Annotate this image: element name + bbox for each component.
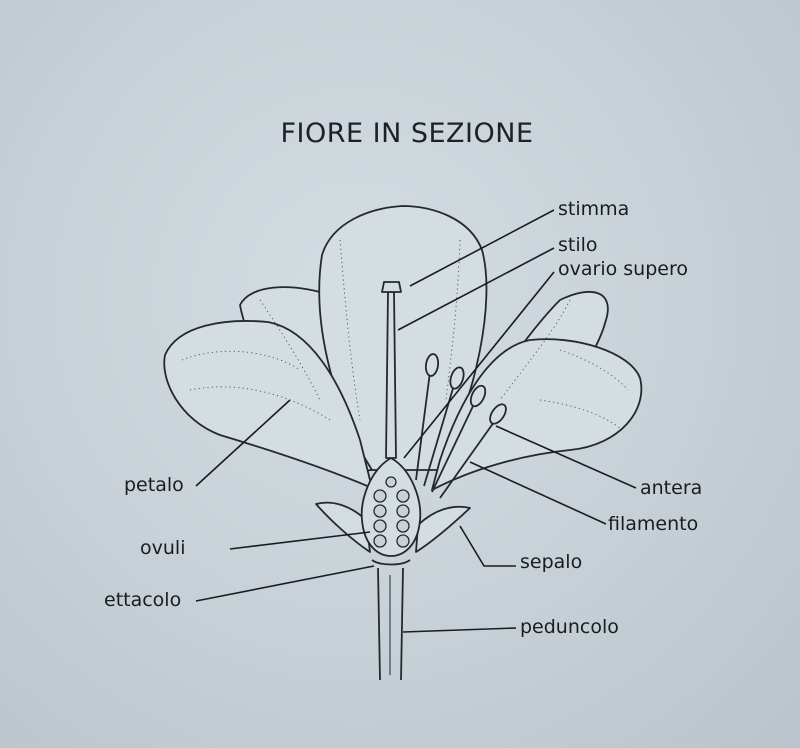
pistil-drawing	[381, 281, 402, 459]
stem-drawing	[377, 567, 404, 681]
label-ovario-supero: ovario supero	[558, 258, 688, 280]
label-peduncolo: peduncolo	[520, 616, 619, 638]
label-stimma: stimma	[558, 198, 630, 220]
label-antera: antera	[640, 477, 703, 499]
leader-lines	[195, 209, 637, 633]
label-stilo: stilo	[558, 234, 598, 256]
label-sepalo: sepalo	[520, 551, 583, 573]
ovary-drawing	[360, 457, 422, 566]
petal-drawings	[163, 205, 643, 491]
stamen-drawings	[415, 353, 507, 499]
label-ettacolo: ettacolo	[104, 589, 182, 611]
label-ovuli: ovuli	[140, 537, 186, 559]
sepal-drawings	[315, 501, 471, 553]
diagram-title: FIORE IN SEZIONE	[280, 118, 534, 149]
label-filamento: filamento	[608, 513, 699, 535]
ovules	[373, 476, 410, 548]
label-petalo: petalo	[124, 474, 184, 496]
